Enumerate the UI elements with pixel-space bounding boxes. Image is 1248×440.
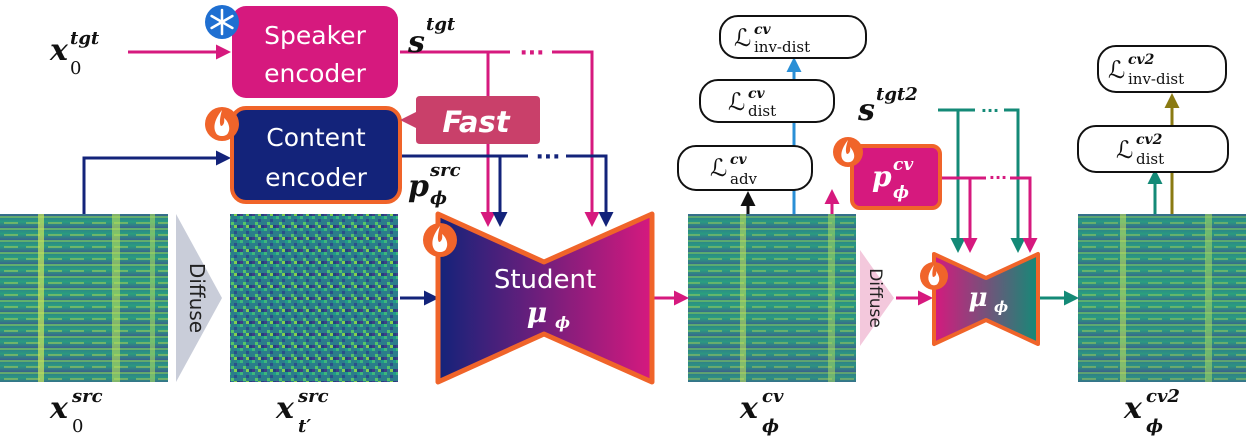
speaker-encoder-label-2: encoder — [264, 59, 367, 88]
label-x0-src: x src 0 — [49, 386, 103, 437]
loss-dist-sup: cv — [748, 86, 766, 102]
loss-dist2-sub: dist — [1136, 150, 1164, 168]
svg-text:x: x — [739, 391, 759, 426]
label-xt-src: x src t′ — [275, 386, 329, 437]
svg-text:s: s — [857, 93, 875, 128]
snowflake-icon — [205, 5, 239, 39]
loss-dist-sub: dist — [748, 102, 776, 120]
svg-text:tgt: tgt — [426, 14, 456, 35]
loss-adv-base: ℒ — [710, 154, 727, 182]
speaker-encoder-label-1: Speaker — [264, 21, 366, 50]
p-cv-sub: ϕ — [893, 183, 909, 203]
mu2-symbol-sub: ϕ — [994, 298, 1008, 316]
loss-inv-dist-sub: inv-dist — [754, 38, 810, 56]
spectrogram-x0-src — [0, 214, 168, 382]
loss-dist2-box: ℒ cv2 dist — [1077, 125, 1229, 173]
content-encoder-label-1: Content — [266, 123, 366, 152]
label-p-src: p src ϕ — [408, 160, 461, 209]
svg-text:src: src — [297, 386, 329, 407]
loss-dist2-base: ℒ — [1116, 136, 1133, 164]
loss-dist-base: ℒ — [728, 88, 745, 116]
svg-text:ϕ: ϕ — [1146, 416, 1163, 437]
mu2-symbol: μ — [968, 283, 987, 313]
loss-inv-dist-base: ℒ — [734, 24, 751, 52]
p-cv-sup: cv — [893, 155, 914, 175]
svg-text:ϕ: ϕ — [762, 416, 779, 437]
svg-text:cv2: cv2 — [1146, 386, 1180, 407]
p-cv-block: p cv ϕ — [850, 144, 942, 210]
svg-text:0: 0 — [70, 58, 81, 79]
ellipsis-s-tgt: ··· — [519, 41, 544, 66]
spectrogram-x-cv2 — [1078, 214, 1246, 382]
label-s-tgt2: s tgt2 — [857, 84, 918, 128]
flame-icon — [920, 262, 948, 290]
svg-text:0: 0 — [72, 416, 83, 437]
arrow-src-to-content — [82, 150, 231, 214]
label-x0-tgt: x tgt 0 — [49, 28, 100, 79]
flame-icon — [205, 107, 239, 141]
diffuse-arrow-2: Diffuse — [860, 250, 894, 346]
student-label: Student — [494, 265, 596, 295]
svg-text:s: s — [407, 25, 425, 60]
flame-icon — [423, 223, 457, 257]
loss-inv-dist2-sub: inv-dist — [1128, 70, 1184, 88]
spectrogram-x-cv — [688, 214, 856, 382]
ellipsis-s-tgt2: ··· — [981, 101, 999, 120]
svg-text:src: src — [71, 386, 103, 407]
content-encoder-block: Content encoder — [230, 106, 402, 204]
student-symbol: μ — [527, 296, 548, 329]
svg-text:x: x — [1123, 391, 1143, 426]
loss-inv-dist2-base: ℒ — [1108, 56, 1125, 84]
student-network: Student μ ϕ — [435, 211, 655, 385]
arrow-s-tgt-to-student-right — [552, 50, 600, 227]
fast-badge-label: Fast — [442, 105, 510, 139]
loss-inv-dist2-sup: cv2 — [1128, 52, 1155, 68]
label-s-tgt: s tgt — [407, 14, 456, 60]
fast-badge: Fast — [400, 96, 540, 144]
arrow-s-tgt2-to-mu2-right — [1004, 108, 1026, 253]
arrow-p-src-to-student-right — [566, 154, 614, 227]
flame-icon — [833, 137, 863, 167]
svg-text:ϕ: ϕ — [430, 188, 447, 209]
svg-text:x: x — [49, 391, 69, 426]
diffuse-arrow-1: Diffuse — [176, 214, 222, 382]
loss-dist2-sup: cv2 — [1136, 132, 1163, 148]
speaker-encoder-block: Speaker encoder — [232, 6, 398, 98]
ellipsis-p-src: ··· — [535, 145, 560, 170]
mu-network-2: μ ϕ — [932, 252, 1040, 346]
arrow-p-cv-to-mu2-right — [1010, 176, 1038, 253]
loss-adv-sup: cv — [730, 152, 748, 168]
loss-adv-box: ℒ cv adv — [677, 145, 813, 191]
diffuse-label-2: Diffuse — [865, 268, 885, 328]
ellipsis-p-cv: ··· — [989, 168, 1007, 187]
svg-text:tgt2: tgt2 — [876, 84, 918, 105]
svg-text:x: x — [275, 391, 295, 426]
content-encoder-label-2: encoder — [265, 163, 368, 192]
spectrogram-xt-src — [230, 214, 398, 382]
loss-adv-sub: adv — [730, 170, 758, 188]
student-symbol-sub: ϕ — [555, 313, 570, 332]
label-x-cv: x cv ϕ — [739, 386, 784, 437]
loss-inv-dist2-box: ℒ cv2 inv-dist — [1097, 45, 1227, 93]
svg-text:x: x — [49, 33, 69, 68]
loss-inv-dist-sup: cv — [754, 22, 772, 38]
p-cv-base: p — [872, 160, 892, 193]
svg-text:src: src — [429, 160, 461, 181]
svg-text:tgt: tgt — [70, 28, 100, 49]
diffuse-label-1: Diffuse — [185, 263, 209, 333]
loss-dist-box: ℒ cv dist — [699, 79, 835, 123]
svg-text:cv: cv — [762, 386, 784, 407]
svg-text:p: p — [408, 169, 429, 204]
arrow-p-cv-to-mu2-left — [940, 176, 978, 253]
loss-inv-dist-box: ℒ cv inv-dist — [719, 15, 867, 59]
label-x-cv2: x cv2 ϕ — [1123, 386, 1180, 437]
svg-text:t′: t′ — [298, 416, 311, 437]
